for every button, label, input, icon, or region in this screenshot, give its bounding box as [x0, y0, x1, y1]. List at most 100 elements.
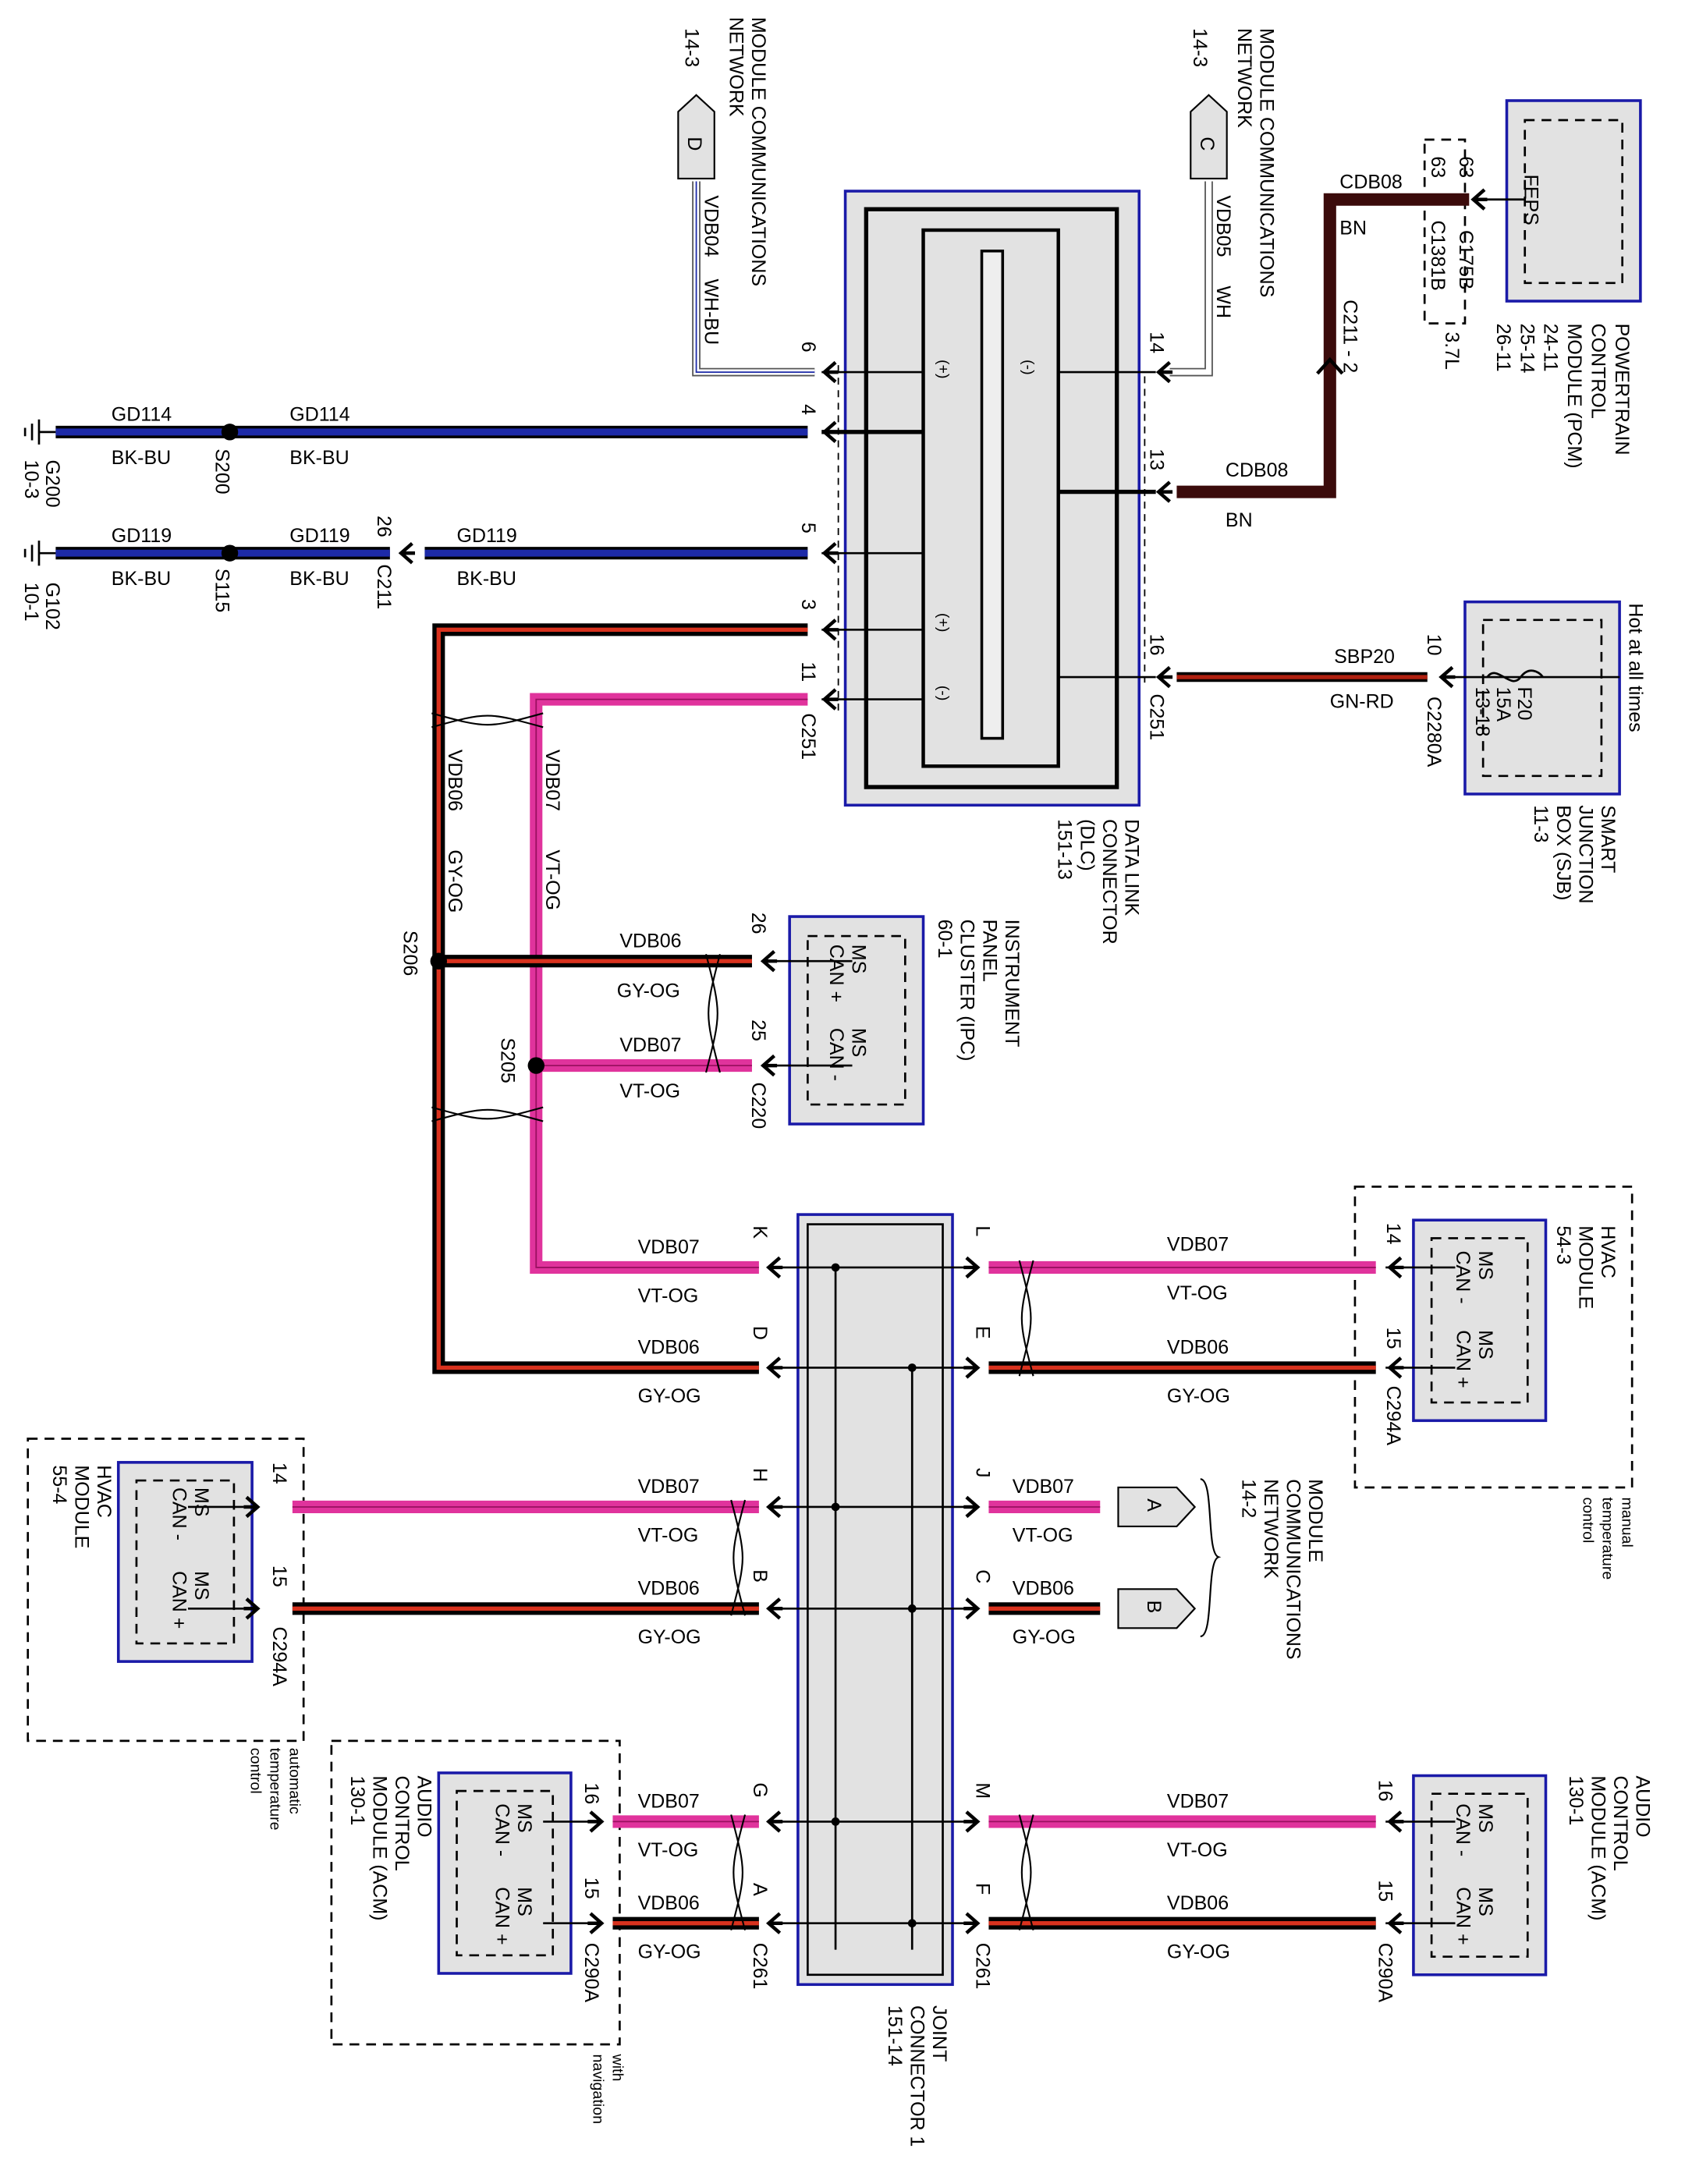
c211-pin-label: 26	[373, 516, 395, 537]
dlc-pin-label: 14	[1146, 332, 1168, 353]
color-label: VT-OG	[638, 1839, 699, 1861]
pcm-label-line: CONTROL	[1587, 324, 1609, 419]
connector-b-icon	[1117, 1588, 1197, 1629]
mcn-ab-label-line: NETWORK	[1260, 1479, 1282, 1579]
dlc-label: DATA LINKCONNECTOR(DLC)151-13	[1054, 819, 1143, 945]
sjb-label-line: BOX (SJB)	[1552, 805, 1574, 900]
acm-nav-dashed-box	[330, 1739, 621, 2046]
circuit-label: VDB06	[444, 750, 466, 811]
circuit-label: SBP20	[1334, 646, 1395, 668]
circuit-label: VDB06	[1167, 1337, 1229, 1359]
circuit-label: VDB07	[1167, 1234, 1229, 1256]
c211-2-label: C211 - 2	[1339, 300, 1361, 373]
acm-label-line: AUDIO	[1632, 1775, 1654, 1837]
sjb-label-line: 11-3	[1530, 805, 1552, 842]
sjb-pin-arrow	[1438, 665, 1456, 689]
color-label: BK-BU	[112, 568, 171, 590]
pcm-feps-label: FEPS	[1520, 175, 1542, 225]
ipc-can-plus-line: MS	[847, 945, 869, 973]
pcm-label-line: 26-11	[1492, 324, 1514, 372]
color-label: VT-OG	[619, 1080, 680, 1102]
acm-nav-can-plus-line: MS	[513, 1887, 535, 1916]
color-label: WH-BU	[700, 278, 722, 345]
circuit-label: VDB05	[1212, 195, 1234, 257]
joint-pin-arrow	[963, 1356, 981, 1379]
polarity-label: (+)	[935, 613, 952, 633]
hvac-manual-label-line: MODULE	[1574, 1225, 1596, 1309]
joint-pin-arrow	[765, 1912, 783, 1934]
sjb-fuse-label-line: F20	[1513, 687, 1535, 721]
splice-s200	[221, 424, 239, 441]
dlc-pin-arrow	[1155, 665, 1173, 689]
dlc-connector-label: C251	[1146, 693, 1168, 740]
splice-label: S205	[497, 1037, 519, 1083]
joint-pin-arrow	[963, 1810, 981, 1833]
acm-label: AUDIOCONTROLMODULE (ACM)130-1	[1565, 1775, 1654, 1920]
wire-vdb05-stripe	[1169, 181, 1212, 375]
circuit-label: GD114	[289, 404, 349, 426]
dlc-pin-arrow	[821, 688, 839, 711]
circuit-label: VDB07	[1013, 1476, 1074, 1498]
hvac-auto-connector: C294A	[268, 1626, 290, 1686]
dlc-connector-label: C251	[797, 713, 819, 760]
mcn-c-label-line: MODULE COMMUNICATIONS	[1256, 28, 1278, 297]
ipc-connector-label: C220	[747, 1083, 769, 1129]
joint-label: JOINTCONNECTOR 1151-14	[884, 2005, 950, 2147]
circuit-label: VDB06	[619, 930, 681, 952]
acm-nav-can-minus-line: CAN -	[491, 1803, 513, 1856]
joint-pin-label: B	[749, 1569, 771, 1583]
sjb-fuse-label-line: 13-18	[1471, 687, 1493, 737]
joint-node	[907, 1919, 917, 1928]
dlc-pin-arrow	[821, 541, 839, 565]
acm-can-plus-line: CAN +	[1452, 1887, 1474, 1945]
hvac-auto-can-minus-line: CAN -	[168, 1487, 190, 1540]
dlc-label-line: CONNECTOR	[1098, 819, 1120, 945]
color-label: BN	[1339, 217, 1367, 239]
mcn-c-letter: C	[1196, 136, 1218, 151]
joint-pin-label: E	[971, 1326, 993, 1339]
acm-nav-box-inner-dashed	[456, 1789, 555, 1957]
acm-can-minus-line: MS	[1474, 1803, 1496, 1832]
mcn-d-label: MODULE COMMUNICATIONSNETWORK	[725, 17, 769, 286]
circuit-label: VDB07	[638, 1236, 700, 1258]
joint-node	[907, 1604, 917, 1613]
sjb-note: Hot at all times	[1625, 603, 1647, 732]
hvac-manual-can-minus: MSCAN -	[1452, 1251, 1496, 1304]
acm-nav-pin: 15	[580, 1877, 602, 1899]
color-label: VT-OG	[1013, 1525, 1073, 1547]
color-label: BK-BU	[112, 447, 171, 469]
pcm-box-inner-dashed	[1524, 119, 1624, 285]
sjb-label: SMARTJUNCTIONBOX (SJB)11-3	[1530, 805, 1619, 903]
ipc-can-plus: MSCAN +	[825, 945, 870, 1002]
dlc-outer-shell	[864, 207, 1119, 789]
hvac-auto-can-minus-line: MS	[190, 1487, 212, 1516]
acm-nav-connector: C290A	[580, 1943, 602, 2003]
dlc-pin-label: 6	[797, 342, 819, 353]
joint-pin-label: F	[971, 1883, 993, 1895]
mcn-ab-label: MODULECOMMUNICATIONSNETWORK14-2	[1237, 1479, 1326, 1659]
dlc-slot	[980, 249, 1005, 740]
ipc-label-line: PANEL	[978, 920, 1000, 982]
joint-pin-arrow	[765, 1495, 783, 1519]
joint-label-line: CONNECTOR 1	[906, 2005, 928, 2147]
twisted-pair-icon	[1018, 1814, 1034, 1930]
dlc-pin-arrow	[821, 360, 839, 384]
pcm-pin-label: 63	[1455, 156, 1477, 178]
ipc-label-line: CLUSTER (IPC)	[956, 920, 978, 1062]
pcm-pin-arrow	[1470, 188, 1488, 211]
color-label: WH	[1212, 285, 1234, 318]
hvac-manual-note-line: temperature	[1599, 1497, 1616, 1580]
hvac-auto-can-plus: MSCAN +	[168, 1571, 212, 1629]
acm-nav-box	[437, 1771, 573, 1975]
joint-pin-label: H	[749, 1468, 771, 1482]
acm-nav-can-minus: MSCAN -	[491, 1803, 536, 1856]
splice-s115	[221, 544, 239, 562]
dlc-pin-arrow	[1155, 360, 1173, 384]
sjb-connector-label: C2280A	[1423, 697, 1445, 768]
mcn-c-label-line: NETWORK	[1233, 28, 1255, 128]
acm-nav-label-line: AUDIO	[413, 1775, 435, 1837]
acm-pin: 15	[1374, 1880, 1396, 1902]
mcn-a-letter: A	[1143, 1498, 1165, 1512]
color-label: BK-BU	[457, 568, 516, 590]
connector-marks	[23, 94, 1544, 1934]
